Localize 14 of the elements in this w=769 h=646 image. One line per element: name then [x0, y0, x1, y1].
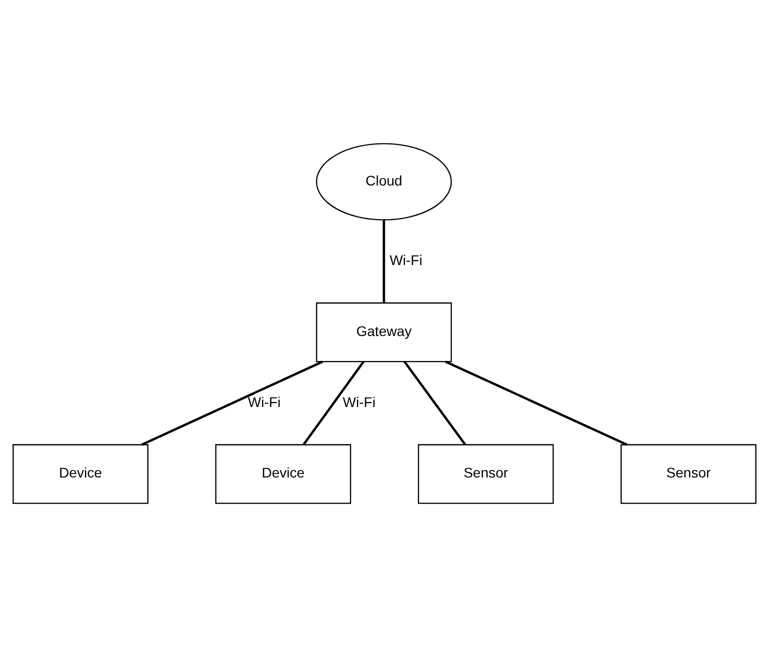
connector [404, 360, 466, 445]
connector [445, 360, 628, 446]
node-box: Device [12, 444, 148, 504]
edge-label: Wi-Fi [390, 252, 422, 268]
node-box: Sensor [418, 444, 554, 504]
edge-label: Wi-Fi [248, 393, 281, 410]
node-box: Device [215, 444, 352, 504]
node-box: Sensor [620, 444, 756, 504]
edge-label: Wi-Fi [342, 393, 376, 410]
node-box: Gateway [316, 302, 452, 362]
connector [382, 219, 386, 302]
connector [141, 360, 324, 446]
connector [302, 360, 364, 445]
node-ellipse: Cloud [316, 142, 452, 220]
